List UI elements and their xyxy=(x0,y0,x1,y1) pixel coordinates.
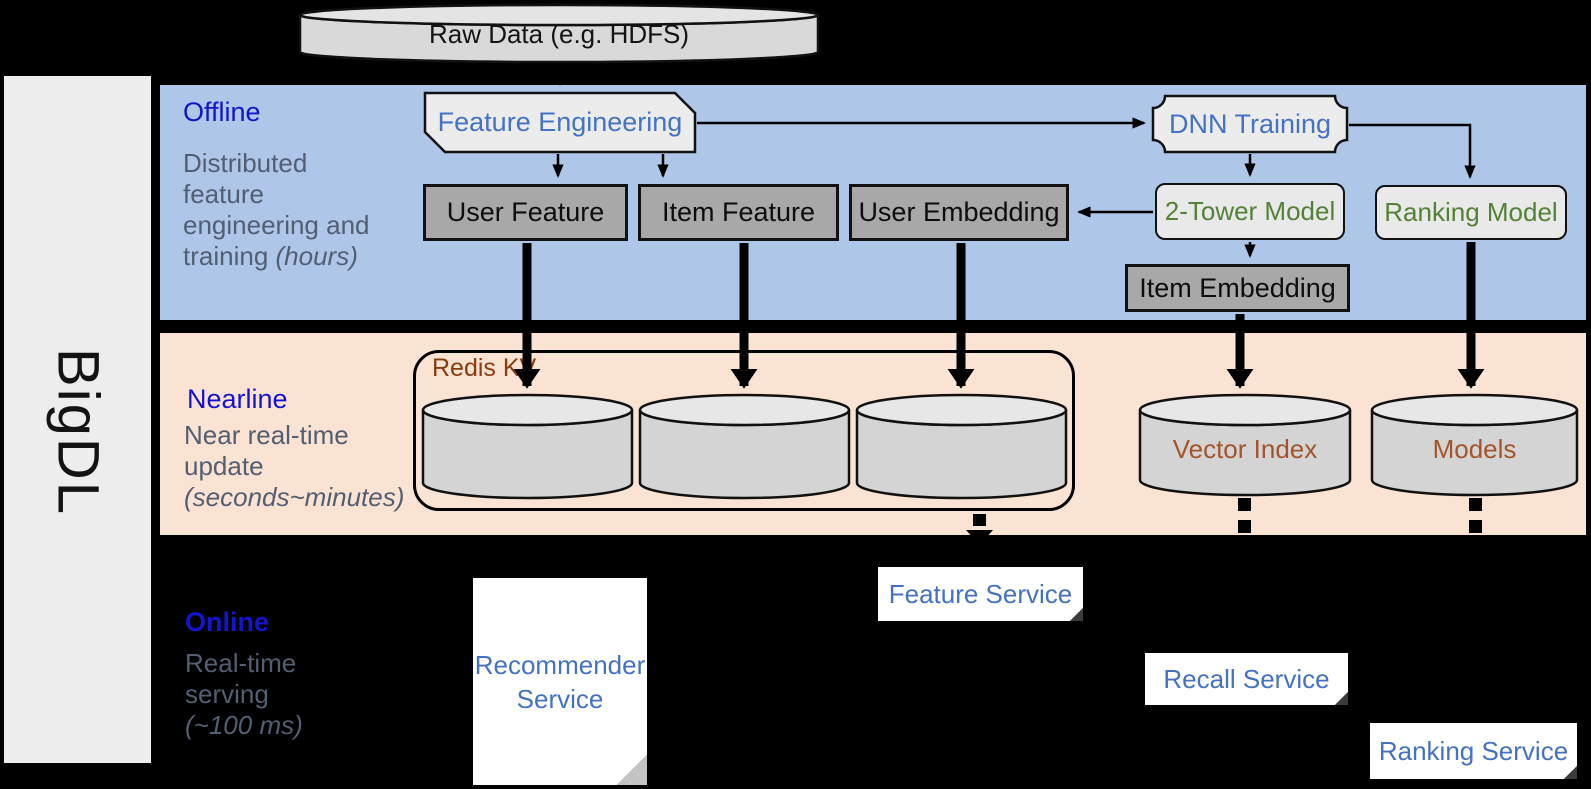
online-description: Real-time serving (~100 ms) xyxy=(185,648,435,741)
online-desc-line: Real-time xyxy=(185,648,297,678)
nearline-desc-line: Near real-time xyxy=(184,420,349,450)
item-embedding-box: Item Embedding xyxy=(1125,264,1350,312)
user-feature-box: User Feature xyxy=(423,184,628,241)
dnn-training-label: DNN Training xyxy=(1168,108,1332,139)
offline-desc-line: engineering and xyxy=(183,210,370,240)
online-desc-line: serving xyxy=(185,679,269,709)
bigdl-sidebar xyxy=(4,76,151,763)
offline-desc-line: Distributed xyxy=(183,148,308,178)
feature-engineering-label: Feature Engineering xyxy=(437,107,683,137)
recommender-service-box: Recommender Service xyxy=(473,578,647,785)
bigdl-logo-text: BigDL xyxy=(45,348,111,516)
offline-description: Distributed feature engineering and trai… xyxy=(183,148,433,272)
nearline-description: Near real-time update (seconds~minutes) xyxy=(184,420,434,513)
ranking-model-box: Ranking Model xyxy=(1375,185,1567,240)
redis-kv-label: Redis KV xyxy=(432,354,537,382)
user-embedding-box: User Embedding xyxy=(849,184,1069,241)
item-feature-box: Item Feature xyxy=(638,184,839,241)
offline-desc-line: feature xyxy=(183,179,264,209)
ranking-service-box: Ranking Service xyxy=(1370,723,1577,779)
nearline-title: Nearline xyxy=(187,384,288,414)
two-tower-model-box: 2-Tower Model xyxy=(1155,183,1345,240)
raw-data-label: Raw Data (e.g. HDFS) xyxy=(428,18,690,49)
ranking-service-label: Ranking Service xyxy=(1370,723,1577,779)
recall-service-label: Recall Service xyxy=(1145,653,1348,705)
offline-desc-line: training (hours) xyxy=(183,241,358,271)
nearline-duration: (seconds~minutes) xyxy=(184,482,405,512)
models-label: Models xyxy=(1432,433,1517,464)
feature-service-label: Feature Service xyxy=(878,567,1083,621)
recommender-service-label: Recommender Service xyxy=(473,578,647,785)
recall-service-box: Recall Service xyxy=(1145,653,1348,705)
offline-title: Offline xyxy=(183,97,261,127)
feature-service-box: Feature Service xyxy=(878,567,1083,621)
offline-duration: (hours) xyxy=(275,241,358,271)
online-title: Online xyxy=(185,607,270,637)
vector-index-label: Vector Index xyxy=(1172,433,1318,464)
nearline-desc-line: update xyxy=(184,451,264,481)
online-duration: (~100 ms) xyxy=(185,710,303,740)
